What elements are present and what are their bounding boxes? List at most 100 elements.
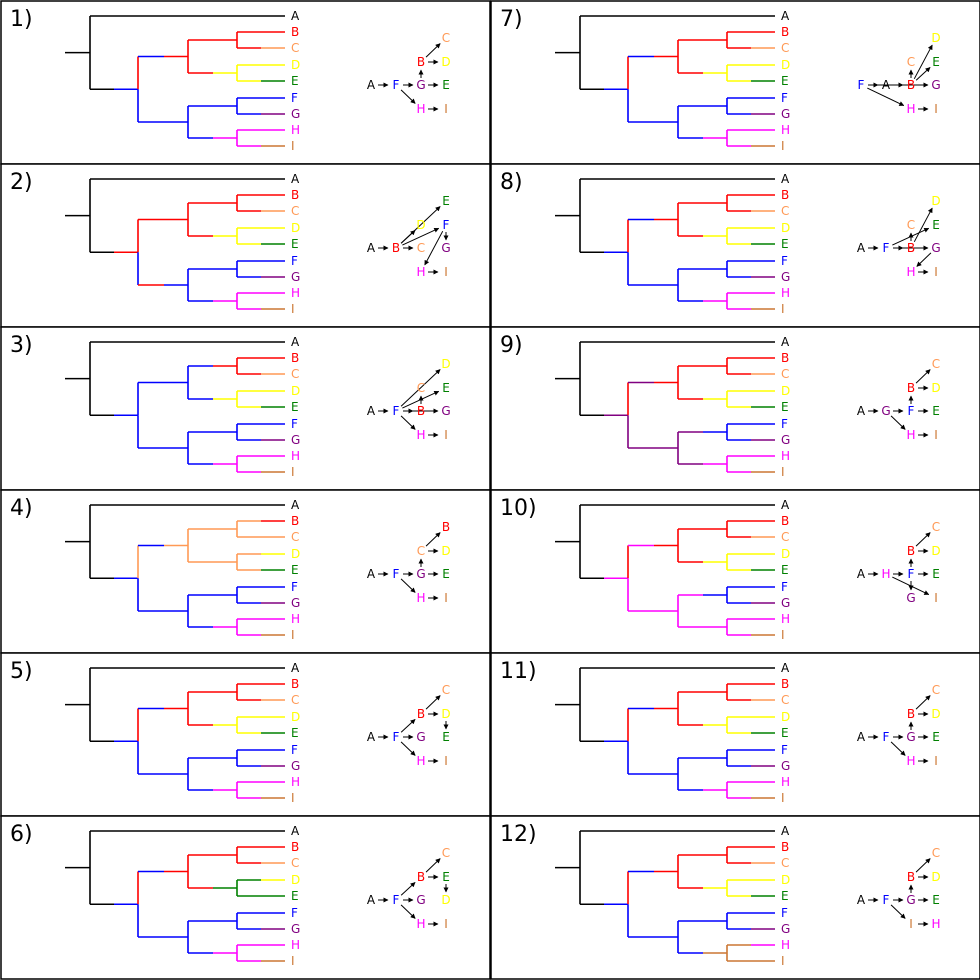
network-node-label: C xyxy=(907,218,915,232)
tree-leaf-label: E xyxy=(291,726,299,740)
tree-leaf-label: H xyxy=(781,123,790,137)
tree-leaf-label: A xyxy=(781,824,790,838)
network-node-label: A xyxy=(367,730,376,744)
tree-leaf-label: B xyxy=(291,514,299,528)
tree-leaf-label: H xyxy=(291,449,300,463)
tree-leaf-label: G xyxy=(781,922,790,936)
network-node-label: D xyxy=(931,31,940,45)
tree-leaf-label: D xyxy=(781,710,790,724)
network-node-label: G xyxy=(441,241,450,255)
network-node-label: A xyxy=(367,78,376,92)
network-node-label: E xyxy=(932,567,940,581)
tree-leaf-label: A xyxy=(291,824,300,838)
network-node-label: C xyxy=(932,846,940,860)
network-node-label: A xyxy=(367,893,376,907)
network-node-label: H xyxy=(416,265,425,279)
network-node-label: E xyxy=(442,381,450,395)
panel-label: 8) xyxy=(500,170,523,195)
network-node-label: H xyxy=(416,754,425,768)
tree-leaf-label: D xyxy=(291,710,300,724)
network-arrow xyxy=(400,904,416,919)
network-node-label: A xyxy=(882,78,891,92)
tree-leaf-label: A xyxy=(291,172,300,186)
tree-leaf-label: C xyxy=(781,856,789,870)
network-node-label: I xyxy=(444,428,448,442)
network-node-label: B xyxy=(907,78,915,92)
tree-leaf-label: A xyxy=(291,335,300,349)
tree-leaf-label: F xyxy=(781,743,788,757)
network-node-label: H xyxy=(416,917,425,931)
network-node-label: E xyxy=(932,55,940,69)
tree-leaf-label: I xyxy=(781,791,785,805)
tree-leaf-label: F xyxy=(291,743,298,757)
tree-leaf-label: G xyxy=(291,596,300,610)
tree-leaf-label: C xyxy=(781,41,789,55)
network-node-label: G xyxy=(416,78,425,92)
tree-leaf-label: G xyxy=(291,922,300,936)
tree-leaf-label: D xyxy=(291,58,300,72)
network-arrow xyxy=(425,695,441,710)
tree-leaf-label: B xyxy=(291,840,299,854)
tree-leaf-label: F xyxy=(781,254,788,268)
network-node-label: F xyxy=(393,893,400,907)
network-node-label: C xyxy=(417,241,425,255)
tree-leaf-label: G xyxy=(291,433,300,447)
panel-label: 10) xyxy=(500,496,537,521)
tree-leaf-label: F xyxy=(291,906,298,920)
network-node-label: D xyxy=(441,357,450,371)
tree-leaf-label: A xyxy=(781,661,790,675)
tree-leaf-label: C xyxy=(291,856,299,870)
network-node-label: D xyxy=(931,194,940,208)
tree-leaf-label: I xyxy=(291,465,295,479)
tree-leaf-label: H xyxy=(291,286,300,300)
tree-leaf-label: I xyxy=(781,465,785,479)
network-node-label: G xyxy=(931,241,940,255)
network-node-label: G xyxy=(416,893,425,907)
tree-leaf-label: A xyxy=(781,498,790,512)
tree-leaf-label: E xyxy=(291,237,299,251)
network-node-label: D xyxy=(441,893,450,907)
network-node-label: I xyxy=(909,917,913,931)
tree-leaf-label: D xyxy=(291,221,300,235)
panel-label: 3) xyxy=(10,333,33,358)
network-node-label: B xyxy=(907,870,915,884)
network-node-label: A xyxy=(367,241,376,255)
network-node-label: I xyxy=(934,591,938,605)
network-node-label: B xyxy=(417,870,425,884)
tree-leaf-label: E xyxy=(781,400,789,414)
tree-leaf-label: B xyxy=(291,351,299,365)
network-node-label: B xyxy=(417,707,425,721)
network-node-label: F xyxy=(908,567,915,581)
tree-leaf-label: E xyxy=(291,563,299,577)
network-node-label: G xyxy=(441,404,450,418)
network-arrow xyxy=(867,87,905,106)
network-node-label: E xyxy=(932,218,940,232)
network-node-label: E xyxy=(442,194,450,208)
tree-leaf-label: B xyxy=(291,188,299,202)
network-node-label: C xyxy=(417,381,425,395)
network-node-label: H xyxy=(906,265,915,279)
network-node-label: I xyxy=(934,265,938,279)
network-arrow xyxy=(425,532,441,547)
tree-leaf-label: H xyxy=(291,938,300,952)
tree-leaf-label: I xyxy=(781,954,785,968)
network-arrow xyxy=(915,67,931,81)
tree-leaf-label: E xyxy=(781,74,789,88)
network-node-label: C xyxy=(932,520,940,534)
network-node-label: B xyxy=(907,707,915,721)
tree-leaf-label: B xyxy=(781,25,789,39)
tree-leaf-label: F xyxy=(781,580,788,594)
network-node-label: D xyxy=(931,544,940,558)
tree-leaf-label: F xyxy=(781,417,788,431)
tree-leaf-label: B xyxy=(781,840,789,854)
panel-label: 5) xyxy=(10,659,33,684)
network-node-label: B xyxy=(442,520,450,534)
network-node-label: C xyxy=(932,683,940,697)
network-arrow xyxy=(916,252,932,267)
network-arrow xyxy=(915,369,931,384)
